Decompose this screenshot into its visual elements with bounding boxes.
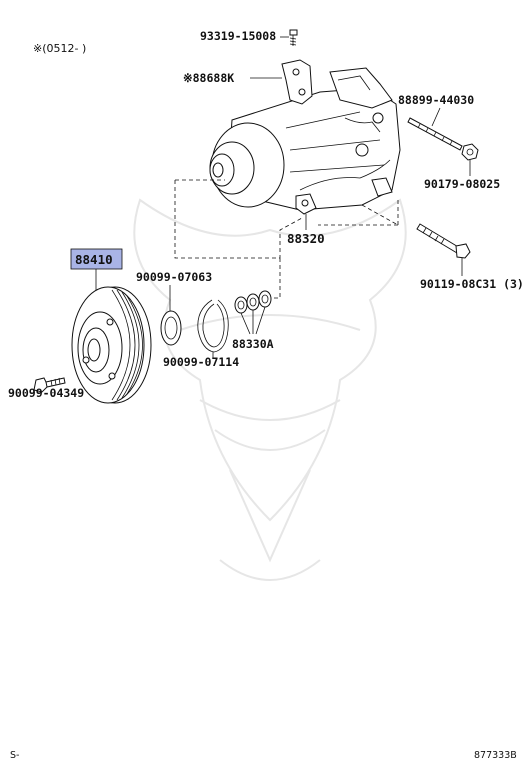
label-90099-07114[interactable]: 90099-07114 (163, 355, 239, 369)
label-93319-15008[interactable]: 93319-15008 (200, 29, 276, 43)
label-90099-04349[interactable]: 90099-04349 (8, 386, 84, 400)
label-90179-08025[interactable]: 90179-08025 (424, 177, 500, 191)
label-88688K[interactable]: ※88688K (183, 71, 234, 85)
clutch-pulley-88410 (71, 286, 152, 404)
snap-ring-90099-07063 (160, 310, 182, 346)
assembly-guide-lines (174, 179, 399, 299)
label-88320[interactable]: 88320 (287, 231, 325, 246)
nut-90179 (461, 143, 479, 161)
shims-88330A (234, 290, 272, 314)
label-88410[interactable]: 88410 (75, 252, 113, 267)
label-88899-44030[interactable]: 88899-44030 (398, 93, 474, 107)
label-90099-07063[interactable]: 90099-07063 (136, 270, 212, 284)
footer-right-code: 877333B (474, 750, 517, 761)
footer-left-code: S- (10, 750, 19, 761)
bolt-93319 (289, 29, 298, 46)
bolt-90099-04349 (33, 377, 66, 393)
bolt-90119 (416, 223, 471, 259)
circlip-90099-07114 (197, 299, 229, 353)
label-90119-08C31[interactable]: 90119-08C31 (3) (420, 277, 524, 291)
stud-88899 (407, 117, 463, 151)
compressor-assembly (209, 59, 401, 215)
header-note: ※(0512- ) (33, 42, 86, 55)
label-88330A[interactable]: 88330A (232, 337, 274, 351)
highlight-88410 (70, 248, 123, 270)
